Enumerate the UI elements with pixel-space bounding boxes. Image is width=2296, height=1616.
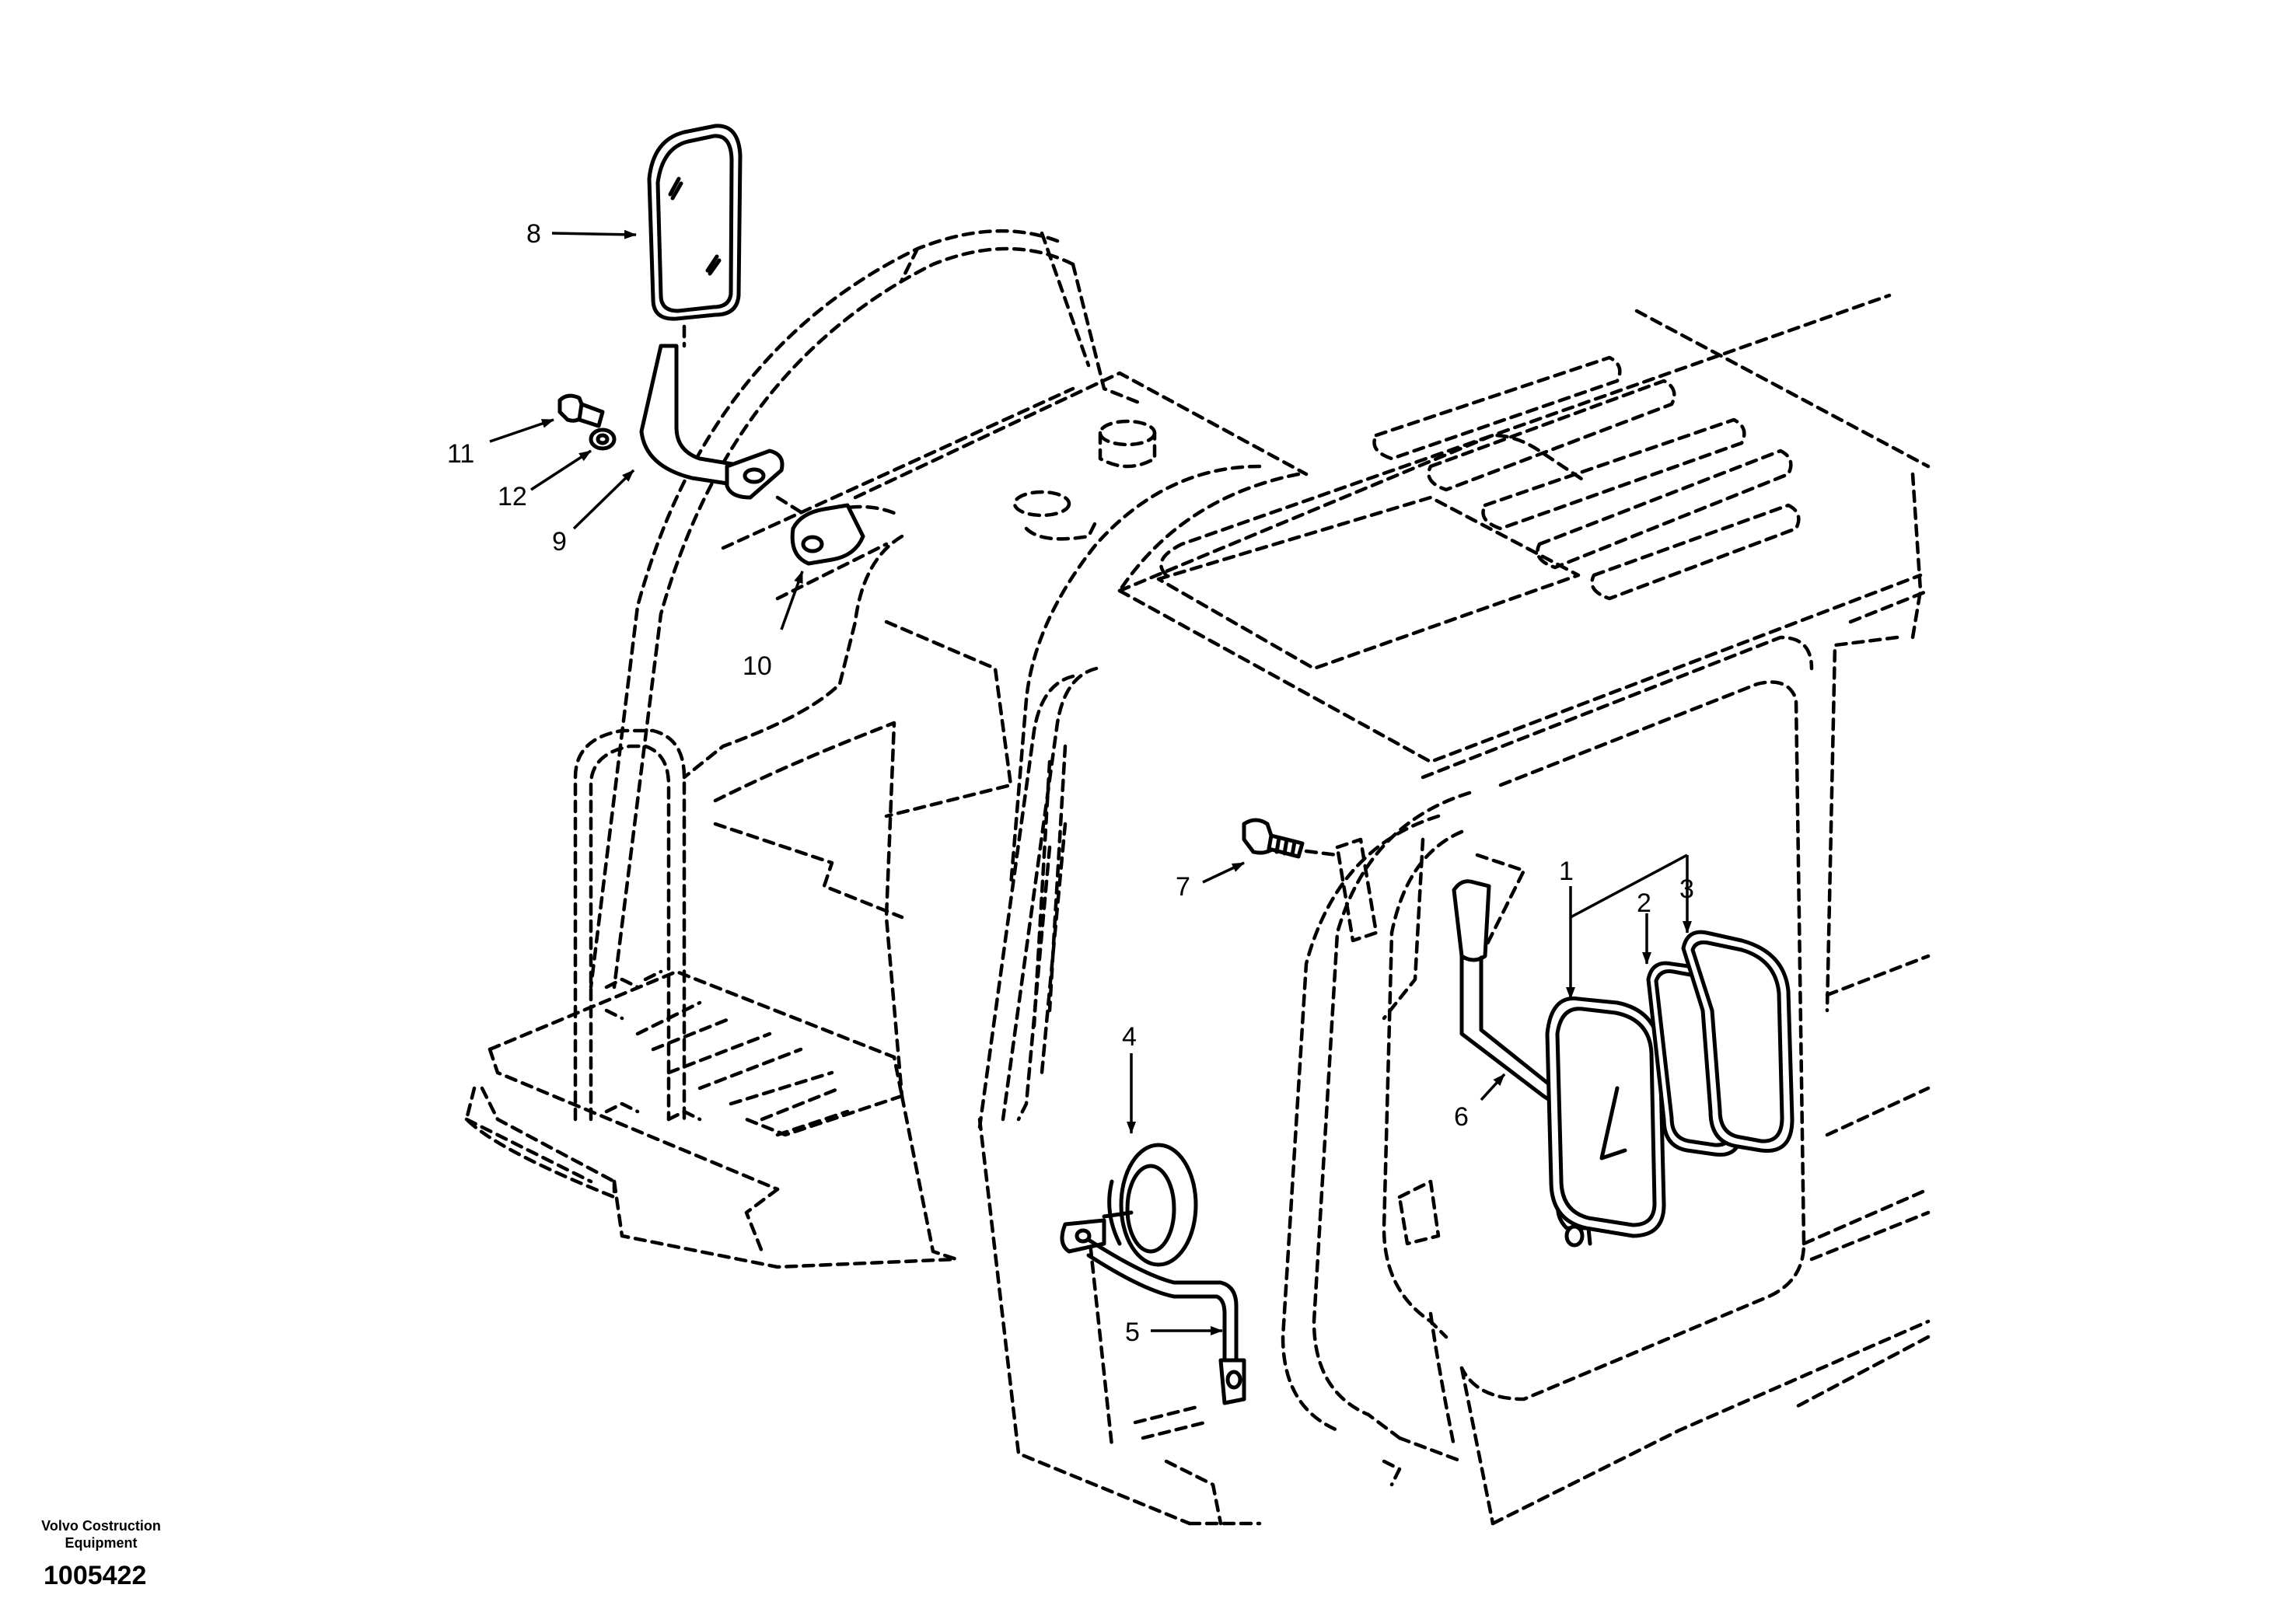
callout-4: 4 xyxy=(1122,1022,1137,1052)
callout-12: 12 xyxy=(498,482,527,511)
part-10-bracket xyxy=(790,503,865,566)
callout-9: 9 xyxy=(552,527,567,557)
callout-3: 3 xyxy=(1679,874,1694,904)
part-8-mirror xyxy=(647,124,743,348)
callout-11: 11 xyxy=(447,439,474,469)
part-9-mirror-arm xyxy=(639,344,811,519)
part-3-mirror-frame xyxy=(1681,930,1795,1153)
part-12-washer xyxy=(589,428,617,451)
callout-1: 1 xyxy=(1559,857,1574,886)
part-1-side-mirror xyxy=(1545,996,1666,1238)
callout-7: 7 xyxy=(1176,872,1190,902)
callout-labels: 1 2 3 4 5 6 7 8 9 10 11 12 xyxy=(447,219,1694,1347)
machine-outline xyxy=(464,229,1931,1526)
part-5-mirror-bracket xyxy=(1060,1218,1246,1440)
part-11-screw xyxy=(557,393,605,428)
callout-5: 5 xyxy=(1125,1318,1140,1347)
company-label: Volvo Costruction Equipment xyxy=(41,1518,161,1551)
callout-10: 10 xyxy=(743,651,772,681)
callout-leaders xyxy=(489,229,1692,1335)
callout-6: 6 xyxy=(1454,1102,1469,1132)
part-4-round-mirror xyxy=(1102,1143,1198,1267)
callout-2: 2 xyxy=(1637,888,1651,918)
part-7-bolt xyxy=(1242,818,1340,859)
drawing-number: 1005422 xyxy=(44,1561,147,1590)
callout-8: 8 xyxy=(526,219,541,249)
